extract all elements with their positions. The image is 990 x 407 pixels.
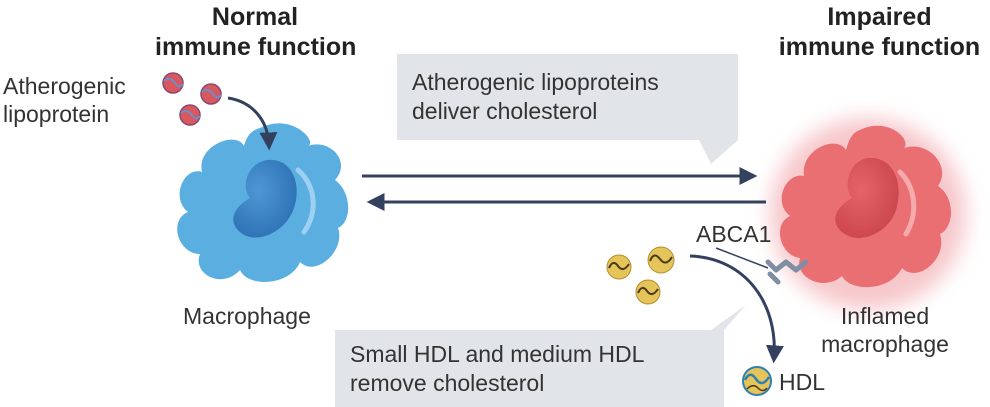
abca1-transporter [715,247,809,285]
deliver-callout-line1: Atherogenic lipoproteins [412,69,659,95]
remove-callout-line2: remove cholesterol [350,370,545,396]
macrophage-highlight [295,167,316,235]
atherogenic-label-line2: lipoprotein [3,101,110,127]
impaired-heading-line2: immune function [778,33,981,61]
deliver-callout-line2: deliver cholesterol [412,98,598,124]
atherogenic-label-line1: Atherogenic [3,73,126,99]
callout-box-top [397,54,738,164]
inflamed-highlight [897,169,917,237]
abca1-label: ABCA1 [696,221,772,247]
macrophage-nucleus [233,159,297,238]
normal-heading-line1: Normal [211,3,299,31]
callout-box-bottom [335,305,746,407]
lipoprotein-particle [179,104,201,126]
atherogenic-lipoprotein-particles [162,72,222,126]
hdl-particle [606,254,632,280]
inflamed-label-line1: Inflamed [840,303,930,329]
impaired-immune-heading: Impaired immune function [772,2,987,62]
macrophage-label: Macrophage [183,303,311,329]
impaired-heading-line1: Impaired [827,3,932,31]
lipoprotein-uptake-arrow [227,96,278,151]
atherogenic-lipoprotein-label: Atherogenic lipoprotein [3,72,126,128]
remove-callout-line1: Small HDL and medium HDL [350,341,645,367]
hdl-particle [647,246,675,274]
hdl-particles-small [606,246,675,305]
remove-cholesterol-callout: Small HDL and medium HDL remove choleste… [350,340,644,398]
deliver-cholesterol-callout: Atherogenic lipoproteins deliver cholest… [412,68,659,126]
hdl-label: HDL [779,369,826,395]
lipoprotein-particle [200,83,222,105]
normal-heading-line2: immune function [155,33,357,61]
inflamed-nucleus [835,157,899,238]
inflamed-macrophage-label: Inflamed macrophage [815,302,955,358]
macrophage-cell [177,123,349,282]
normal-immune-heading: Normal immune function [155,2,357,62]
inflamed-macrophage-cell [770,118,966,310]
hdl-particle [635,279,661,305]
lipoprotein-particle [162,72,184,94]
inflamed-label-line2: macrophage [821,331,949,357]
hdl-particle-large [742,366,772,396]
hdl-efflux-arrow [689,254,784,364]
